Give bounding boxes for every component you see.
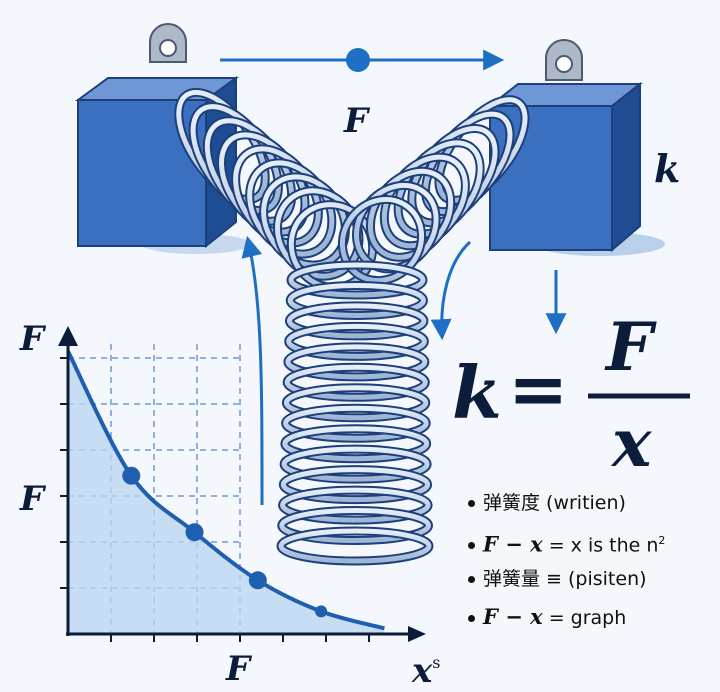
formula-denominator: x <box>610 404 652 482</box>
hooke-formula: k = F x <box>452 308 690 482</box>
chart-point <box>122 466 141 485</box>
spring-coil <box>283 342 430 382</box>
spring-coil <box>284 301 429 341</box>
spring-coil <box>286 260 428 300</box>
spring-coil <box>280 424 432 464</box>
legend-text: 弹簧量 ≡ (pisiten) <box>483 568 647 590</box>
legend-text: = graph <box>542 607 627 629</box>
bullet <box>468 576 475 583</box>
chart-y-mid-label: F <box>19 479 47 519</box>
chart-ticks <box>60 357 370 642</box>
formula-equals: = <box>508 347 568 431</box>
arrow-curved-right <box>430 240 472 341</box>
chart-x-label: xs <box>411 651 441 691</box>
chart-y-label: F <box>19 319 47 359</box>
legend-item: 弹簧度 (writien) <box>468 488 718 526</box>
chart-x-arrowhead <box>408 626 426 642</box>
chart-point <box>185 523 204 542</box>
spring-coil <box>281 403 431 443</box>
chart-x-label-sup: s <box>432 653 440 672</box>
spring-coil <box>281 383 431 423</box>
legend-item: 弹簧量 ≡ (pisiten) <box>468 564 718 602</box>
force-arrow-top <box>220 48 505 72</box>
spring-vertical <box>276 260 434 566</box>
formula-lhs: k <box>452 350 502 435</box>
legend-math: F − x <box>483 531 543 557</box>
chart-y-arrowhead <box>58 326 78 346</box>
chart-point <box>315 605 328 618</box>
bullet <box>468 542 475 550</box>
legend-math: F − x <box>483 604 543 629</box>
spring-coil <box>282 362 430 402</box>
spring-coil <box>278 485 433 525</box>
legend-item: F − x = x is the n2 <box>468 526 718 564</box>
spring-coil <box>276 526 434 566</box>
spring-coil <box>337 194 427 286</box>
bullet <box>468 500 475 507</box>
legend-text: = x is the n <box>542 534 659 557</box>
chart-area-fill <box>68 351 385 634</box>
force-label-top: F <box>343 101 371 141</box>
force-displacement-chart: F F F xs <box>19 319 441 691</box>
chart-markers <box>122 466 328 618</box>
chart-x-label-main: x <box>411 651 433 691</box>
spring-coil <box>285 280 428 320</box>
spring-coil <box>278 465 433 505</box>
bullet <box>468 615 475 622</box>
chart-x-tick-label: F <box>225 649 253 689</box>
chart-point <box>248 571 267 590</box>
legend-text: 弹簧度 (writien) <box>483 492 626 514</box>
spring-coil <box>279 444 432 484</box>
spring-left-arm <box>174 87 378 292</box>
legend-item: F − x = graph <box>468 602 718 640</box>
legend-list: 弹簧度 (writien) F − x = x is the n2 弹簧量 ≡ … <box>468 488 718 640</box>
spring-coil <box>284 321 429 361</box>
legend-sup: 2 <box>658 534 666 547</box>
formula-numerator: F <box>604 308 657 386</box>
spring-constant-label: k <box>654 146 680 191</box>
arrow-up-left <box>241 235 264 506</box>
spring-coil <box>277 506 434 546</box>
